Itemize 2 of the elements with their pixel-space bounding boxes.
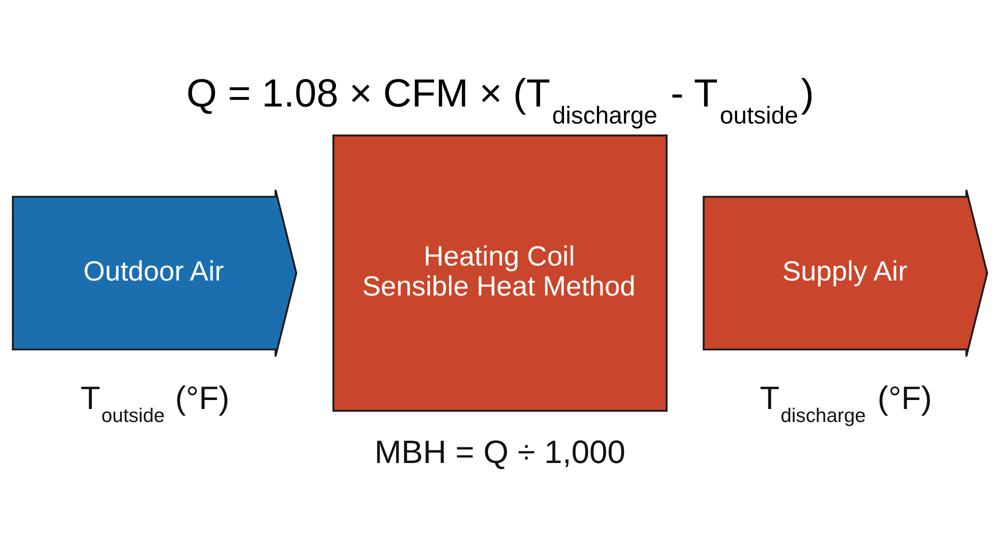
label: MBH = Q ÷ 1,000 (374, 433, 626, 470)
node-box: Heating Coil Sensible Heat Method (332, 134, 668, 412)
